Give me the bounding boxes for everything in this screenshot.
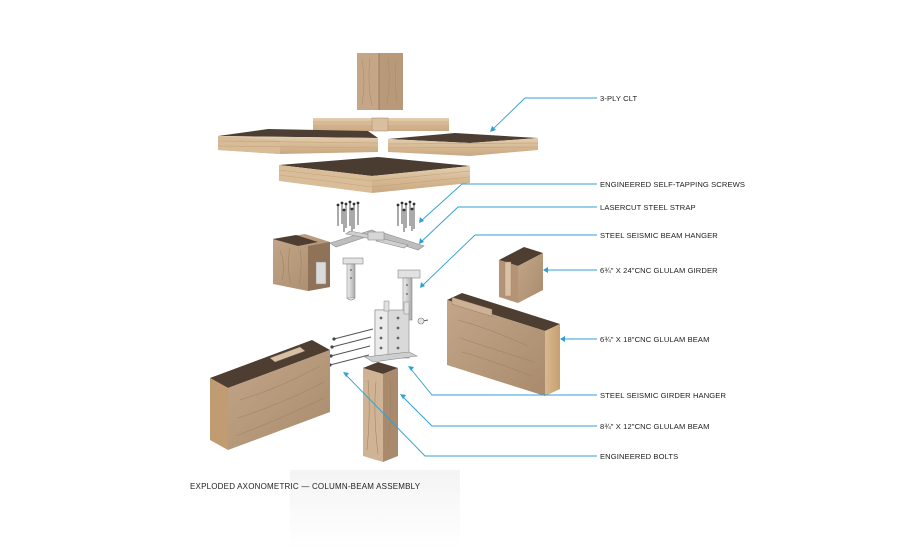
leader-girder-hanger [409, 367, 597, 396]
clt-center-slab [313, 117, 449, 132]
leader-arrowheads [343, 126, 565, 399]
leader-screws [420, 183, 597, 222]
ground-shadow [290, 470, 460, 550]
leader-lines [344, 97, 597, 457]
diagram-caption: EXPLODED AXONOMETRIC — COLUMN-BEAM ASSEM… [190, 482, 421, 491]
right-glulam-beam [447, 293, 560, 396]
screw-cluster-right [397, 202, 415, 232]
label-screws: ENGINEERED SELF-TAPPING SCREWS [600, 180, 745, 189]
clt-right-panel [387, 133, 539, 156]
label-beam-hanger: STEEL SEISMIC BEAM HANGER [600, 231, 718, 240]
upper-column [357, 53, 403, 110]
left-glulam-girder-piece [273, 234, 330, 291]
label-bolts: ENGINEERED BOLTS [600, 452, 678, 461]
leader-beam-hanger [421, 234, 597, 287]
clt-left-panel [217, 129, 379, 154]
self-tapping-screws [337, 202, 415, 232]
leader-clt [491, 97, 597, 131]
lower-column [363, 362, 398, 462]
right-glulam-girder [499, 247, 543, 303]
bolt-heads [328, 317, 425, 367]
leader-beam-12 [401, 395, 597, 427]
beam-hanger-left [342, 257, 364, 301]
screw-heads [336, 200, 416, 212]
callout-labels: 3-PLY CLT ENGINEERED SELF-TAPPING SCREWS… [600, 94, 745, 461]
engineered-bolts [329, 319, 429, 366]
girder-hanger [364, 300, 419, 363]
label-beam-18: 6¾" X 18"CNC GLULAM BEAM [600, 335, 710, 344]
lasercut-steel-strap [329, 229, 425, 251]
label-strap: LASERCUT STEEL STRAP [600, 203, 696, 212]
clt-front-panel [278, 157, 471, 193]
label-beam-12: 8¾" X 12"CNC GLULAM BEAM [600, 422, 710, 431]
screw-cluster-left [337, 202, 359, 232]
leader-bolts [344, 373, 597, 457]
label-girder-24: 6¾" X 24"CNC GLULAM GIRDER [600, 266, 718, 275]
left-glulam-beam [210, 340, 330, 450]
label-girder-hanger: STEEL SEISMIC GIRDER HANGER [600, 391, 726, 400]
leader-strap [420, 206, 597, 243]
label-clt: 3-PLY CLT [600, 94, 637, 103]
